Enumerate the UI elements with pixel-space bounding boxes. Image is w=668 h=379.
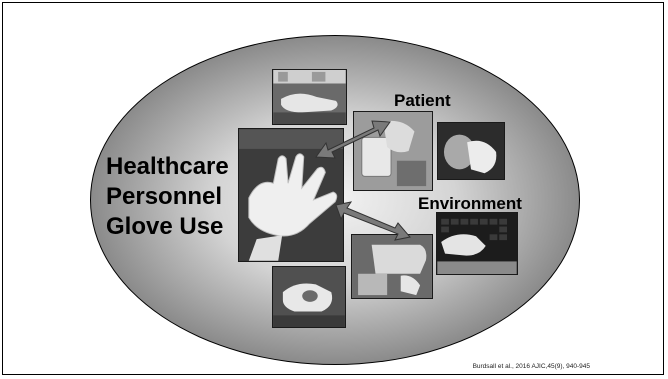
iv-bag-image xyxy=(354,112,432,190)
bottom-glove-image xyxy=(273,267,345,327)
patient-label: Patient xyxy=(394,91,451,110)
photo-patient-skin xyxy=(437,122,505,180)
surface-image xyxy=(352,235,432,298)
environment-label: Environment xyxy=(418,194,522,213)
main-glove-image xyxy=(239,129,343,261)
main-title: Healthcare Personnel Glove Use xyxy=(106,153,229,240)
photo-environment-keyboard xyxy=(436,212,518,275)
photo-glove-main xyxy=(238,128,344,262)
photo-glove-bottom xyxy=(272,266,346,328)
photo-environment-surface xyxy=(351,234,433,299)
photo-glove-top xyxy=(272,69,347,125)
glove-image xyxy=(273,70,346,124)
keyboard-glove-image xyxy=(437,213,517,274)
citation: Burdsall et al., 2016 AJIC,45(9), 940-94… xyxy=(472,363,590,370)
photo-patient-iv xyxy=(353,111,433,191)
skin-glove-image xyxy=(438,123,504,179)
